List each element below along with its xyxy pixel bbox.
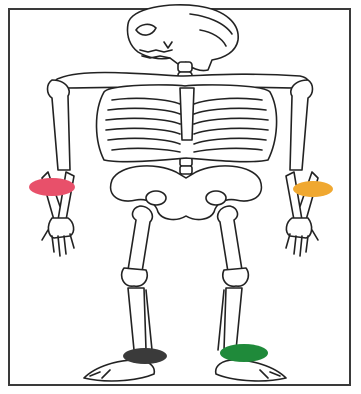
electrode-right-wrist [29, 178, 75, 196]
ribcage [97, 85, 277, 162]
electrode-right-ankle [123, 348, 167, 364]
right-arm [42, 80, 74, 256]
left-arm [286, 80, 318, 256]
electrode-left-ankle [220, 344, 268, 362]
skull [127, 5, 238, 71]
electrode-left-wrist [293, 181, 333, 197]
